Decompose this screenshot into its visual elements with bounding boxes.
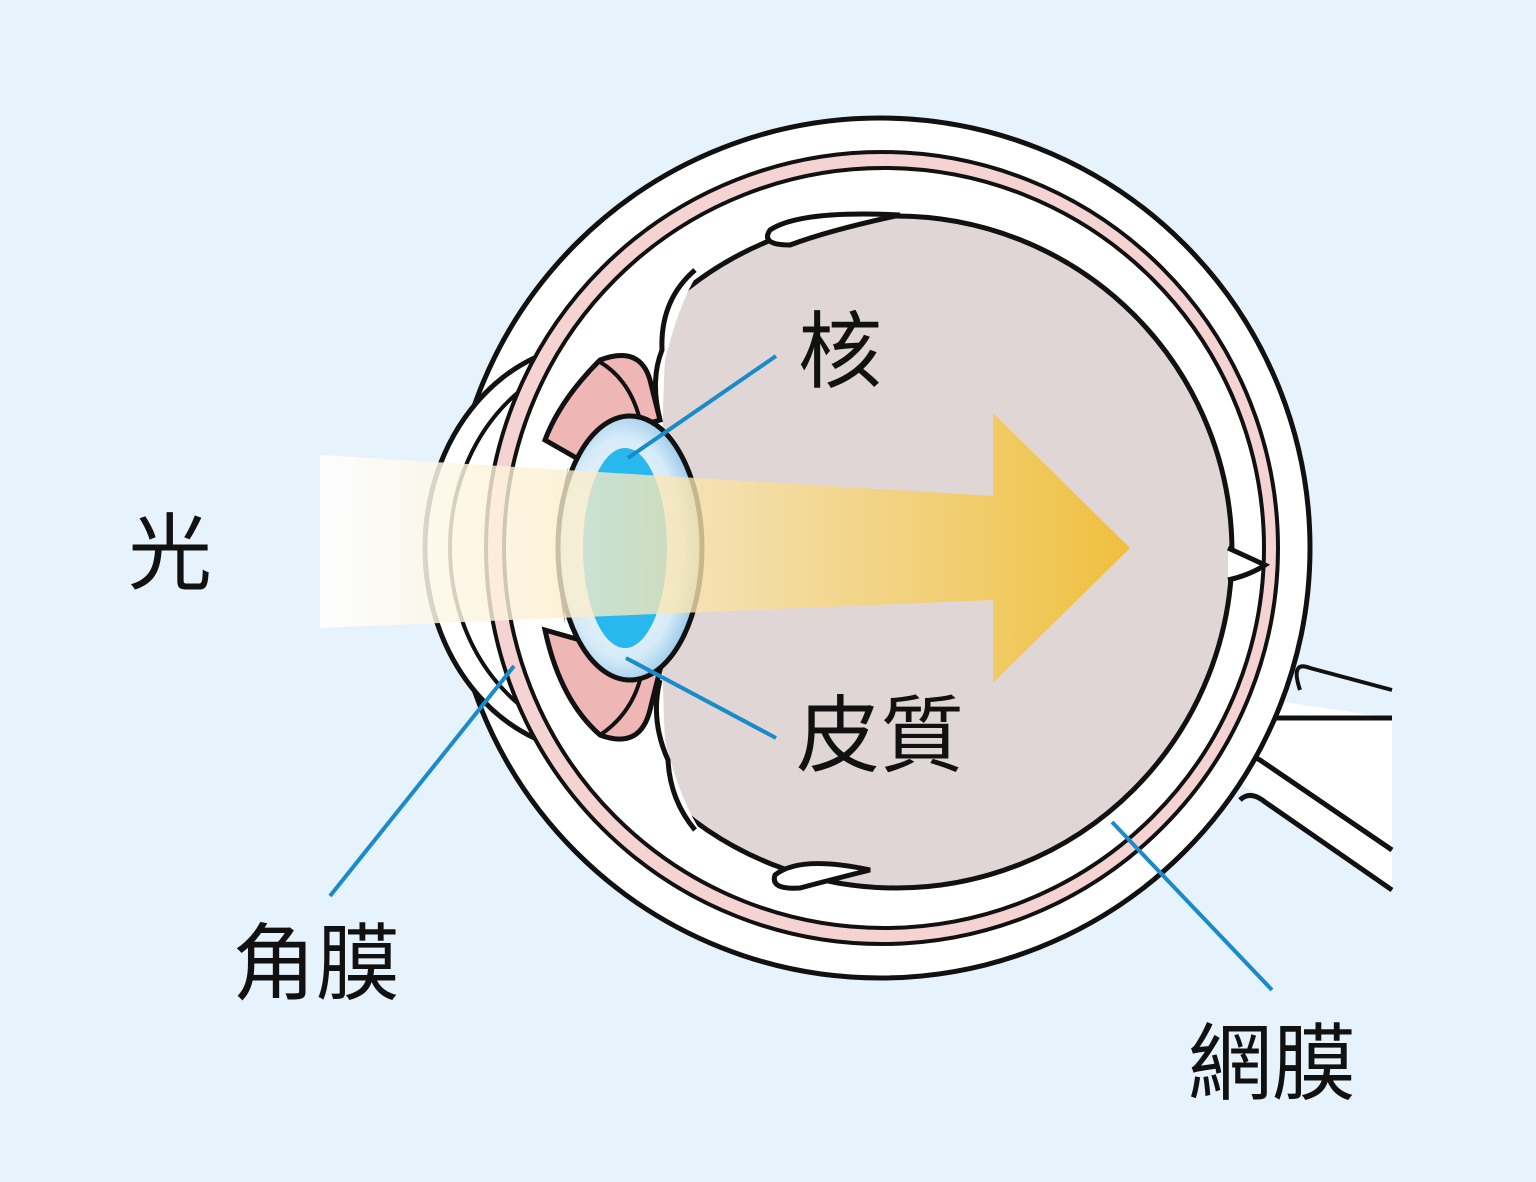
nucleus-leader <box>626 354 778 460</box>
light-beam <box>320 413 1130 683</box>
label-cortex: 皮質 <box>796 687 965 785</box>
label-retina: 網膜 <box>1188 1015 1357 1113</box>
retina-leader <box>1110 820 1274 992</box>
ciliary-top <box>765 211 901 248</box>
label-nucleus: 核 <box>798 303 883 401</box>
cornea-leader <box>328 664 516 898</box>
label-cornea: 角膜 <box>232 915 401 1013</box>
label-light: 光 <box>128 505 213 603</box>
fovea <box>1226 545 1271 583</box>
ciliary-bottom <box>771 861 871 891</box>
cortex-leader <box>625 656 777 740</box>
